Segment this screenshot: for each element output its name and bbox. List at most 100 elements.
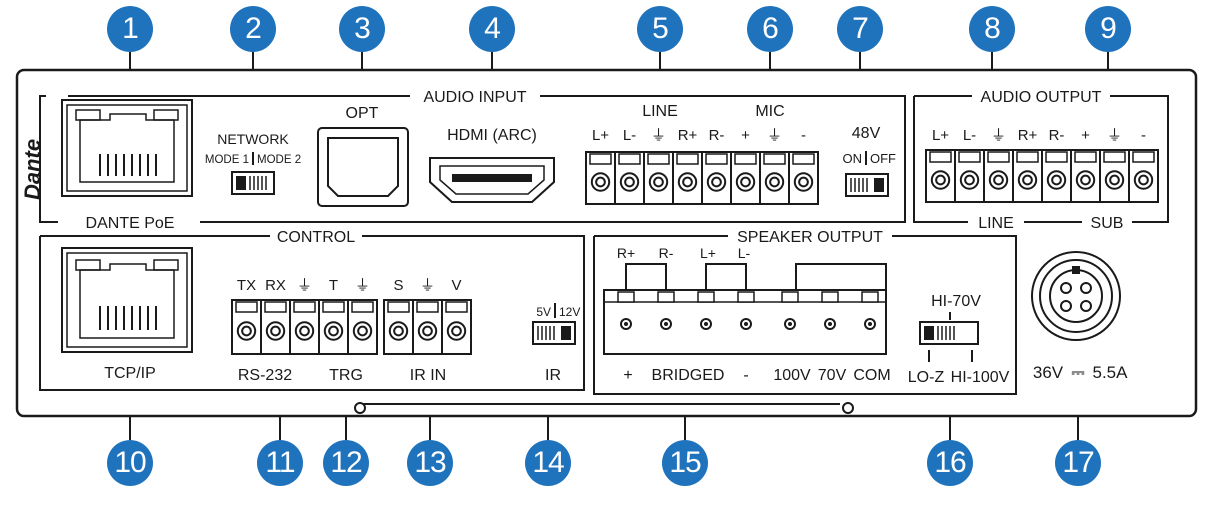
ir-in-pin-2: V [451, 277, 461, 294]
ir-label: IR [545, 367, 561, 384]
audio-output-pin-4: R- [1049, 127, 1065, 144]
speaker-output-terminal-block[interactable] [603, 289, 887, 355]
phantom-title: 48V [852, 125, 881, 142]
speaker-terminal-6[interactable] [861, 291, 879, 330]
audio-output-terminal-block[interactable] [925, 149, 1159, 203]
control-terminal-0[interactable] [231, 299, 262, 355]
control-pin-0: TX [237, 277, 256, 294]
callout-14: 14 [525, 440, 571, 486]
spk-top-3: L- [738, 245, 751, 261]
control-pin-3: T [329, 277, 338, 294]
control-pin-2: ⏚ [297, 277, 312, 294]
line-input-label: LINE [642, 103, 678, 120]
ir-in-pin-1: ⏚ [420, 277, 435, 294]
ir-in-pin-0: S [393, 277, 403, 294]
spk-bottom-minus: - [743, 367, 748, 384]
speaker-terminal-4[interactable] [781, 291, 799, 330]
audio-input-title: AUDIO INPUT [423, 89, 526, 106]
callout-1: 1 [107, 6, 153, 52]
callout-10: 10 [107, 440, 153, 486]
spk-bottom-100v: 100V [773, 367, 811, 384]
callout-6: 6 [747, 6, 793, 52]
audio-input-terminal-2[interactable] [643, 151, 674, 205]
spk-bottom-bridged: BRIDGED [652, 367, 725, 384]
spk-top-2: L+ [700, 245, 716, 261]
network-mode-switch[interactable] [231, 171, 275, 195]
control-title: CONTROL [277, 229, 355, 246]
power-voltage: 36V [1033, 363, 1064, 382]
audio-input-terminal-7[interactable] [788, 151, 819, 205]
optical-input-port[interactable] [317, 127, 409, 207]
speaker-terminal-3[interactable] [737, 291, 755, 330]
phantom-off: OFF [870, 151, 896, 166]
network-mode2: MODE 2 [257, 154, 301, 166]
speaker-terminal-5[interactable] [821, 291, 839, 330]
phantom-power-switch[interactable] [845, 173, 889, 197]
control-terminal-3[interactable] [318, 299, 349, 355]
audio-output-terminal-7[interactable] [1128, 149, 1159, 203]
audio-input-pin-4: R- [709, 127, 725, 144]
spk-top-0: R+ [617, 245, 635, 261]
audio-input-terminal-6[interactable] [759, 151, 790, 205]
audio-input-pin-5: + [741, 127, 750, 144]
mic-input-label: MIC [755, 103, 784, 120]
speaker-terminal-0[interactable] [617, 291, 635, 330]
audio-output-terminal-1[interactable] [954, 149, 985, 203]
control-terminal-blocks[interactable] [231, 299, 472, 355]
audio-input-terminal-1[interactable] [614, 151, 645, 205]
ir-5v-label: 5V [536, 305, 551, 319]
audio-output-terminal-5[interactable] [1070, 149, 1101, 203]
audio-output-terminal-2[interactable] [983, 149, 1014, 203]
speaker-jumper-lines [625, 263, 887, 290]
lo-z-label: LO-Z [908, 369, 945, 386]
ir-voltage-switch[interactable] [532, 321, 576, 345]
audio-input-terminal-0[interactable] [585, 151, 616, 205]
dante-poe-label: DANTE PoE [86, 215, 175, 232]
speaker-mode-switch[interactable] [919, 321, 979, 345]
hi100v-label: HI-100V [951, 369, 1010, 386]
audio-input-terminal-3[interactable] [672, 151, 703, 205]
audio-output-terminal-3[interactable] [1012, 149, 1043, 203]
control-terminal-1[interactable] [260, 299, 291, 355]
phantom-on: ON [843, 151, 863, 166]
tcpip-label: TCP/IP [104, 365, 156, 382]
ir-in-terminal-0[interactable] [383, 299, 414, 355]
audio-input-terminal-4[interactable] [701, 151, 732, 205]
audio-input-pin-3: R+ [678, 127, 698, 144]
audio-input-terminal-block[interactable] [585, 151, 819, 205]
hdmi-arc-port[interactable] [429, 157, 555, 203]
spk-bottom-70v: 70V [818, 367, 847, 384]
dante-poe-port[interactable] [61, 99, 193, 197]
ir-in-terminal-1[interactable] [412, 299, 443, 355]
speaker-output-title: SPEAKER OUTPUT [737, 229, 883, 246]
speaker-terminal-1[interactable] [657, 291, 675, 330]
ir-in-terminal-2[interactable] [441, 299, 472, 355]
ir-in-label: IR IN [410, 367, 446, 384]
power-input-connector[interactable] [1031, 251, 1121, 341]
callout-15: 15 [662, 440, 708, 486]
callout-7: 7 [837, 6, 883, 52]
callout-11: 11 [257, 440, 303, 486]
opt-label: OPT [346, 105, 379, 122]
callout-16: 16 [927, 440, 973, 486]
control-terminal-2[interactable] [289, 299, 320, 355]
speaker-terminal-2[interactable] [697, 291, 715, 330]
callout-2: 2 [230, 6, 276, 52]
audio-input-pin-1: L- [623, 127, 636, 144]
audio-input-pin-2: ⏚ [651, 127, 666, 144]
line-output-label: LINE [978, 215, 1014, 232]
audio-output-terminal-6[interactable] [1099, 149, 1130, 203]
callout-12: 12 [323, 440, 369, 486]
network-title: NETWORK [217, 131, 289, 147]
callout-17: 17 [1055, 440, 1101, 486]
audio-output-terminal-0[interactable] [925, 149, 956, 203]
callout-9: 9 [1085, 6, 1131, 52]
spk-bottom-com: COM [853, 367, 890, 384]
tcpip-port[interactable] [61, 247, 193, 353]
callout-8: 8 [969, 6, 1015, 52]
audio-input-terminal-5[interactable] [730, 151, 761, 205]
audio-output-terminal-4[interactable] [1041, 149, 1072, 203]
control-terminal-4[interactable] [347, 299, 378, 355]
hi70v-label: HI-70V [931, 293, 981, 310]
